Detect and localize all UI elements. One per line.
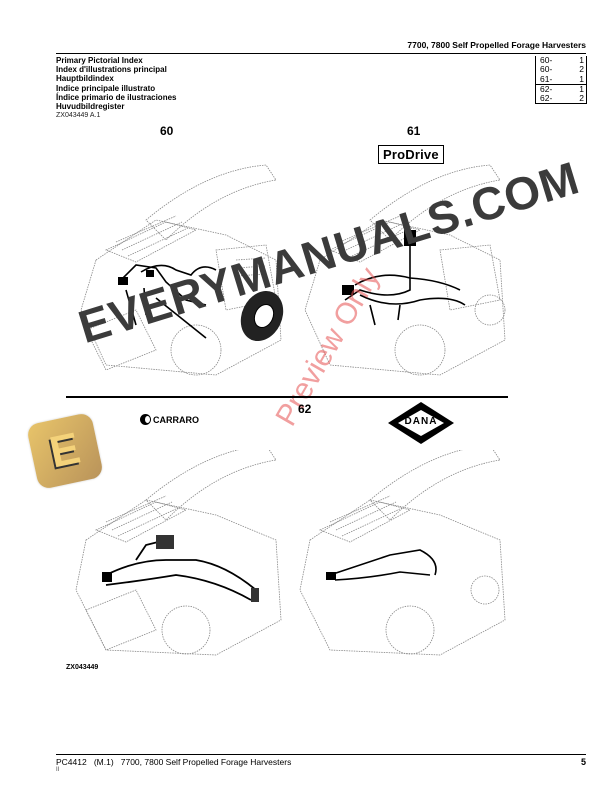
logo-letter: E [45, 423, 85, 478]
index-title-list: Primary Pictorial Index Index d'illustra… [56, 56, 176, 111]
index-title-de: Hauptbildindex [56, 74, 114, 84]
page-number: 5 [580, 757, 586, 767]
dana-label: DANA [404, 416, 438, 427]
figure-reference-bottom: ZX043449 [66, 664, 99, 671]
reference-row[interactable]: 62- 1 [536, 83, 586, 94]
index-title-es: Índice primario de ilustraciones [56, 92, 177, 102]
footer-left: PC4412 (M.1) 7700, 7800 Self Propelled F… [56, 757, 291, 767]
footer-rule [56, 754, 586, 755]
reference-row[interactable]: 60- 2 [536, 64, 586, 75]
ref-group: 60- [540, 64, 553, 75]
document-title: 7700, 7800 Self Propelled Forage Harvest… [407, 40, 586, 50]
ref-page: 2 [579, 64, 584, 75]
prodrive-badge: ProDrive [378, 145, 444, 164]
everymanuals-logo-icon: E [25, 411, 105, 491]
index-title-it: Indice principale illustrato [56, 83, 156, 93]
ref-group: 62- [540, 83, 553, 94]
carraro-mark-icon [140, 414, 151, 425]
ref-page: 1 [579, 73, 584, 84]
index-title-en: Primary Pictorial Index [56, 56, 143, 65]
carraro-label: CARRARO [153, 414, 199, 425]
index-title-sv: Huvudbildregister [56, 102, 125, 112]
footer-title: 7700, 7800 Self Propelled Forage Harvest… [120, 757, 292, 767]
section-divider [66, 396, 508, 398]
footer-doc-id: PC4412 [56, 757, 87, 767]
figure-reference-top: ZX043449 A.1 [56, 112, 101, 119]
section-number-60: 60 [160, 124, 174, 138]
harvester-illustration-61[interactable] [300, 160, 530, 390]
index-title-fr: Index d'illustrations principal [56, 65, 167, 75]
reference-row[interactable]: 62- 2 [536, 93, 586, 105]
harvester-illustration-62-dana[interactable] [290, 450, 530, 660]
reference-row[interactable]: 61- 1 [536, 73, 586, 84]
harvester-illustration-60[interactable] [66, 150, 306, 390]
footer-sub: II [56, 767, 60, 773]
section-number-62: 62 [298, 402, 312, 416]
section-number-61: 61 [407, 124, 421, 138]
carraro-logo: CARRARO [140, 414, 199, 425]
ref-group: 60- [540, 55, 553, 65]
footer-revision: (M.1) [93, 757, 114, 767]
reference-row[interactable]: 60- 1 [536, 55, 586, 65]
reference-table: 60- 1 60- 2 61- 1 62- 1 62- 2 [535, 55, 587, 105]
harvester-illustration-62-carraro[interactable] [66, 450, 306, 660]
dana-diamond-icon [388, 402, 454, 444]
ref-group: 62- [540, 93, 553, 104]
dana-logo: DANA [386, 400, 456, 446]
header-rule [56, 53, 586, 54]
ref-page: 2 [579, 93, 584, 104]
ref-group: 61- [540, 73, 553, 84]
ref-page: 1 [579, 55, 584, 65]
ref-page: 1 [579, 83, 584, 94]
